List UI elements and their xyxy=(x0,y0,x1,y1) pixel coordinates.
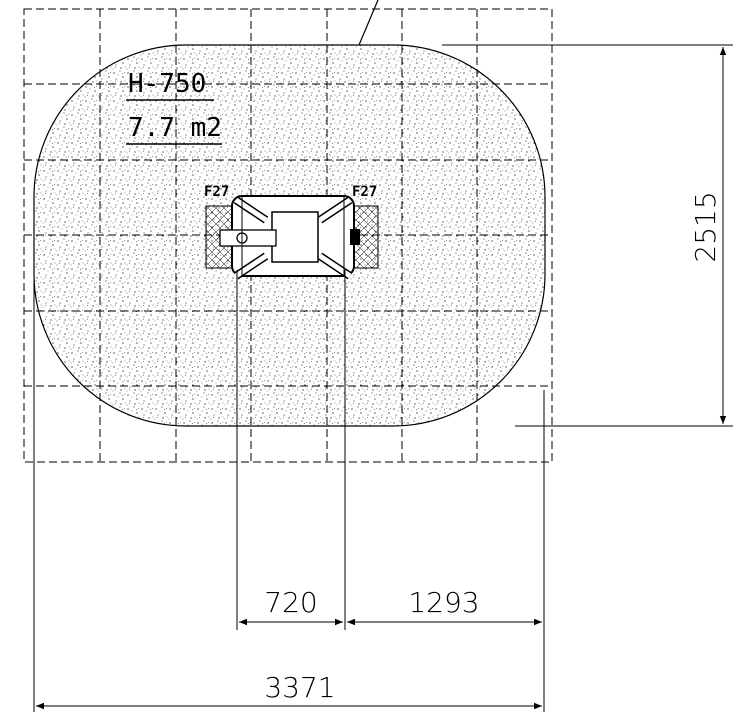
fixing-label-right: F27 xyxy=(352,184,377,200)
dimension-overall-height: 2515 xyxy=(689,47,727,424)
dimension-post-to-edge-label: 1293 xyxy=(408,586,479,619)
area-label: 7.7 m2 xyxy=(128,113,222,143)
equipment-footprint xyxy=(205,195,379,280)
extension-lines xyxy=(33,44,733,712)
dimension-post-to-edge: 1293 xyxy=(347,586,542,626)
dimension-post-spacing: 720 xyxy=(239,586,343,626)
surface-label: H-750 7.7 m2 xyxy=(126,69,222,145)
fixing-label-left: F27 xyxy=(204,184,229,200)
dimension-overall-width: 3371 xyxy=(36,671,542,710)
leader-line xyxy=(358,0,379,46)
height-code-label: H-750 xyxy=(128,69,206,99)
dimension-post-spacing-label: 720 xyxy=(264,586,317,619)
dimension-overall-height-label: 2515 xyxy=(689,191,722,262)
dimension-overall-width-label: 3371 xyxy=(264,671,335,704)
